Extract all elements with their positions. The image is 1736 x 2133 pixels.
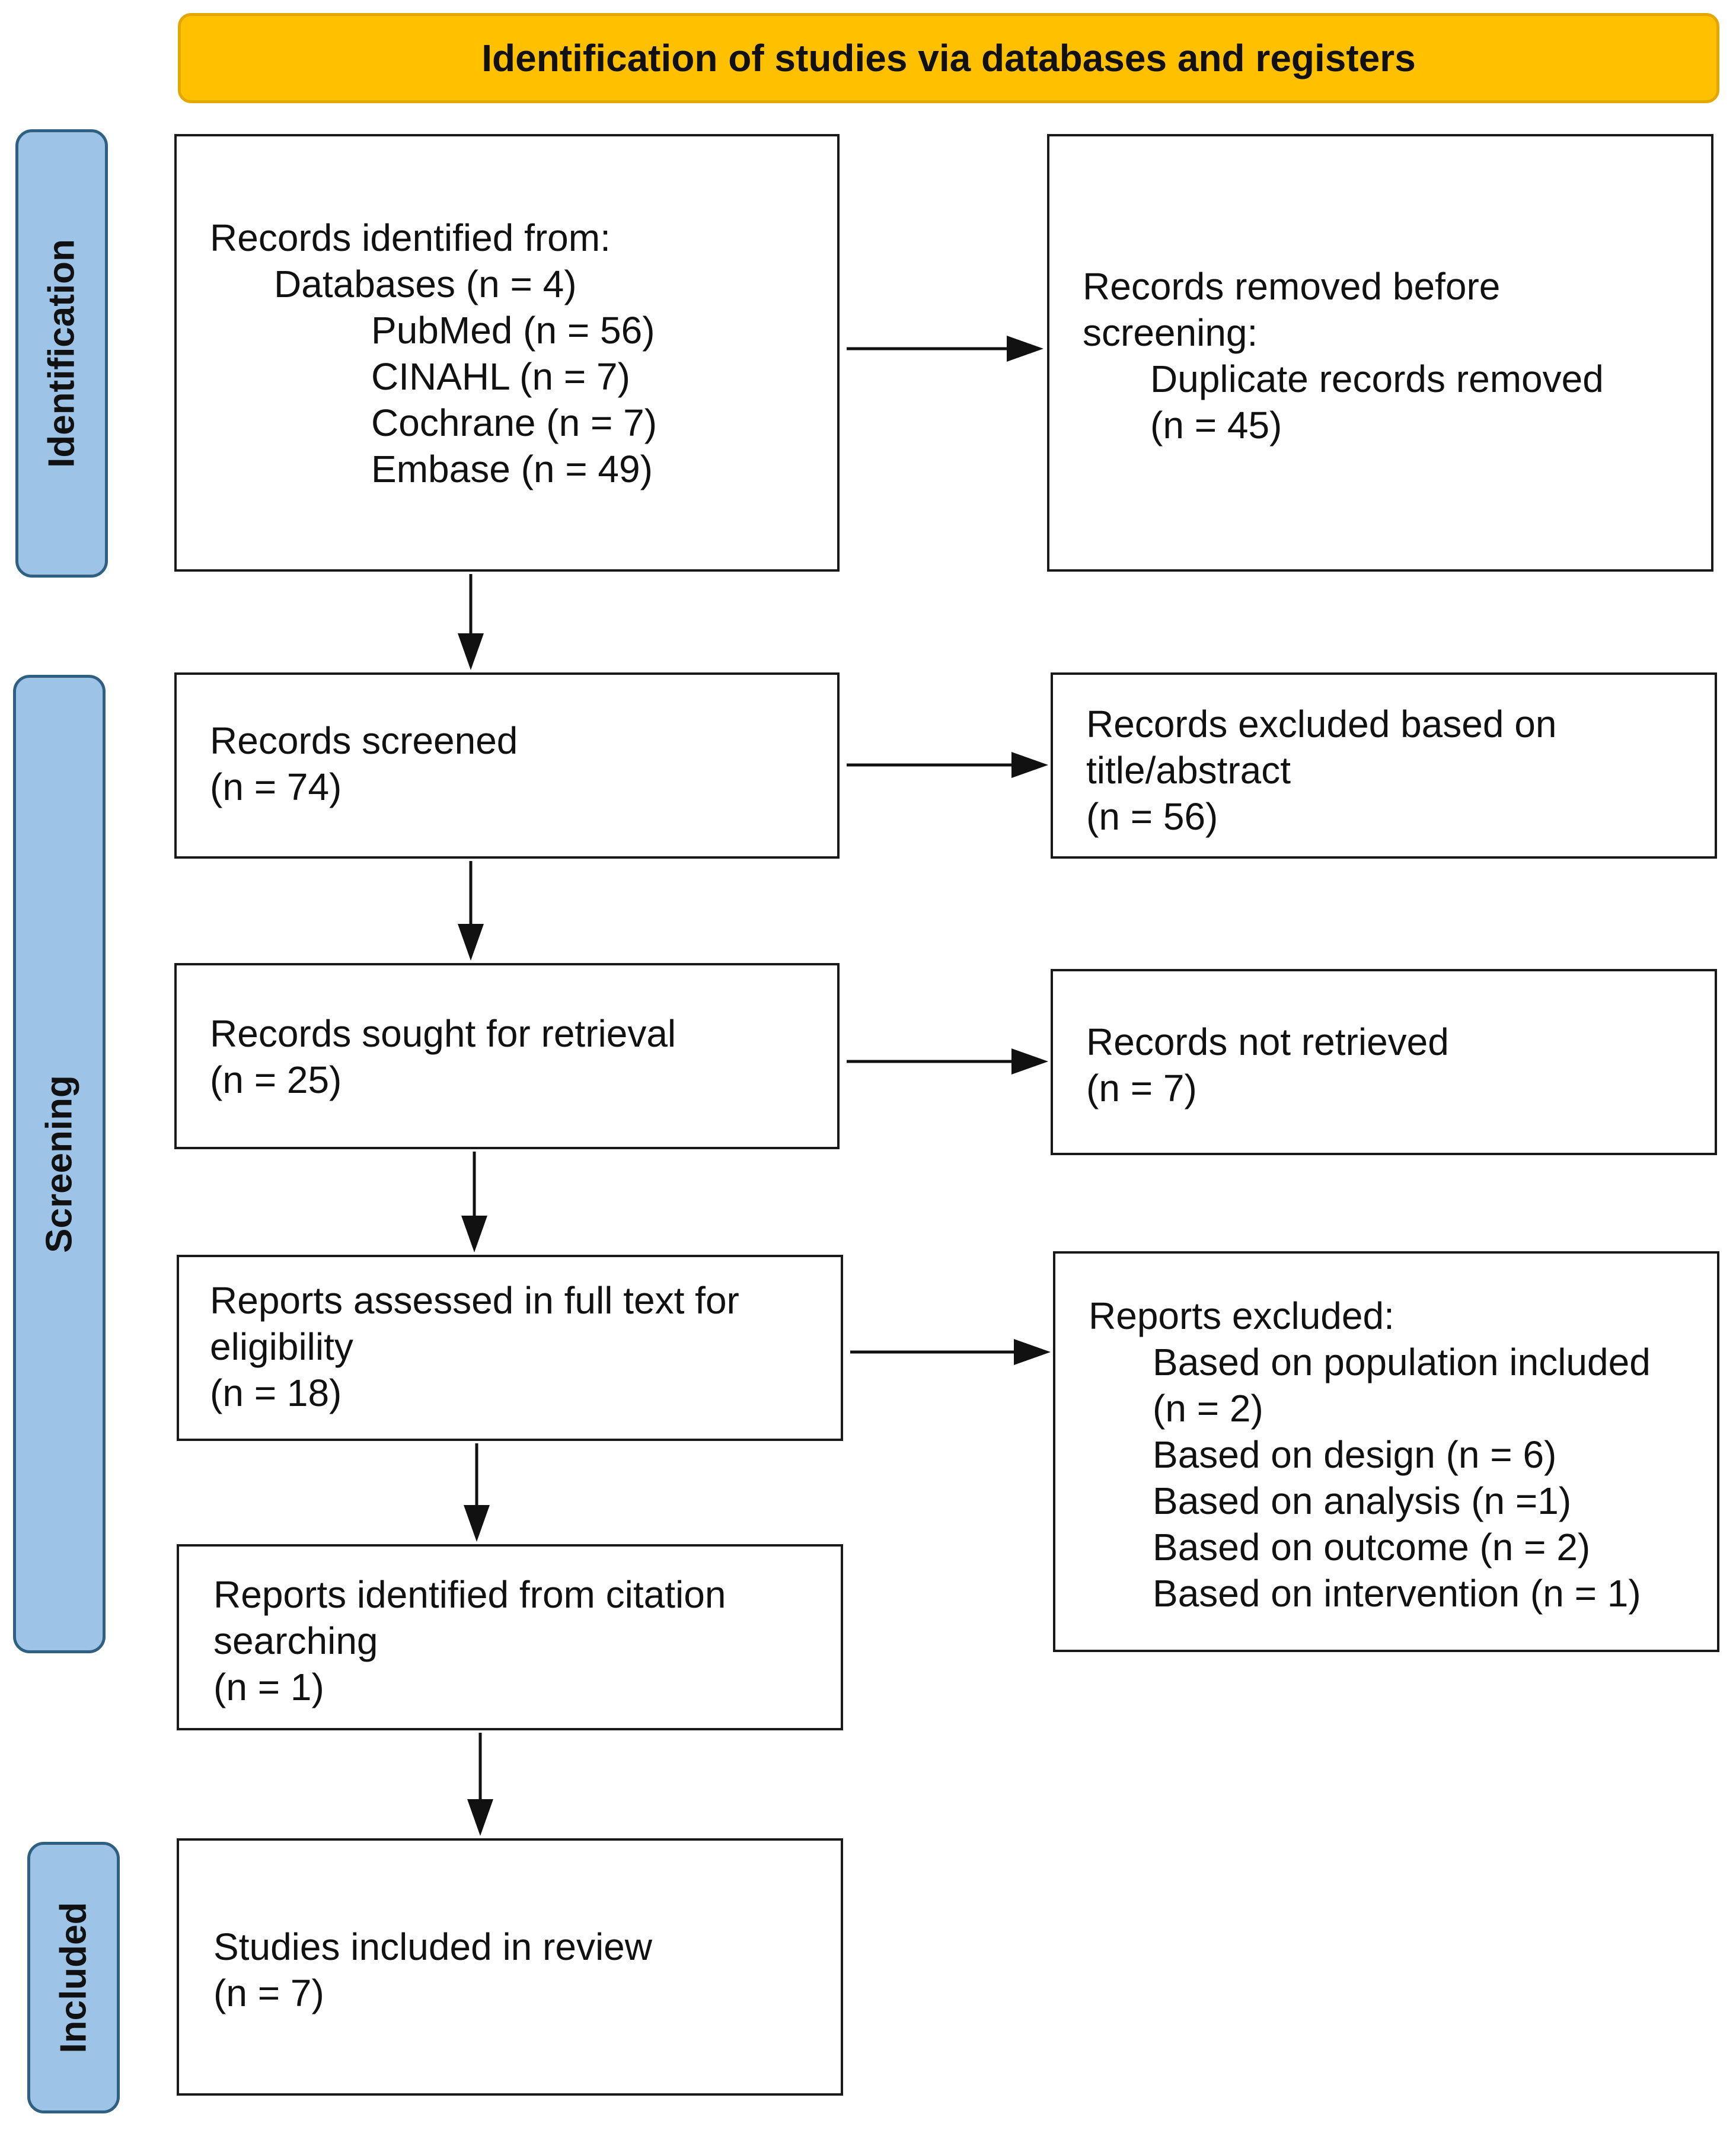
removed-line2: screening: [1083,311,1258,354]
excluded-line1: Records excluded based on [1086,703,1557,745]
arrow-screened-to-excluded-head [1011,752,1048,778]
removed-line3: Duplicate records removed [1150,358,1604,400]
arrow-identified-to-screened-head [458,633,484,670]
box-records-sought: Records sought for retrieval (n = 25) [174,963,840,1149]
removed-count: (n = 45) [1150,404,1282,447]
removed-line1: Records removed before [1083,265,1501,308]
phase-included: Included [27,1842,120,2113]
excluded-design: Based on design (n = 6) [1153,1433,1557,1476]
screened-label: Records screened [210,719,518,762]
excluded-analysis: Based on analysis (n =1) [1153,1480,1572,1522]
not-retrieved-label: Records not retrieved [1086,1021,1449,1063]
box-citation-searching: Reports identified from citation searchi… [177,1544,843,1730]
arrow-citation-to-included-head [467,1799,493,1836]
excluded-population: Based on population included [1153,1341,1651,1383]
banner-identification-header: Identification of studies via databases … [178,13,1719,103]
phase-screening: Screening [13,675,106,1653]
excluded-count: (n = 56) [1086,795,1218,838]
citation-line2: searching [213,1619,378,1662]
cochrane-count: Cochrane (n = 7) [371,401,658,444]
screened-count: (n = 74) [210,766,342,808]
box-records-screened: Records screened (n = 74) [174,672,840,859]
arrow-sought-to-assessed-head [461,1216,487,1252]
included-count: (n = 7) [213,1972,324,2014]
citation-count: (n = 1) [213,1666,324,1708]
box-studies-included: Studies included in review (n = 7) [177,1838,843,2096]
arrow-sought-to-not-retrieved-head [1011,1048,1048,1075]
records-identified-title: Records identified from: [210,216,611,259]
reports-excluded-title: Reports excluded: [1089,1295,1394,1337]
excluded-line2: title/abstract [1086,749,1291,792]
cinahl-count: CINAHL (n = 7) [371,355,630,398]
sought-count: (n = 25) [210,1058,342,1101]
box-records-not-retrieved: Records not retrieved (n = 7) [1051,969,1717,1155]
excluded-outcome: Based on outcome (n = 2) [1153,1526,1591,1568]
box-records-identified: Records identified from: Databases (n = … [174,134,840,572]
box-records-excluded-title-abstract: Records excluded based on title/abstract… [1051,672,1717,859]
included-label: Studies included in review [213,1925,652,1968]
pubmed-count: PubMed (n = 56) [371,309,655,352]
not-retrieved-count: (n = 7) [1086,1067,1197,1109]
phase-identification: Identification [15,129,108,578]
excluded-intervention: Based on intervention (n = 1) [1153,1572,1641,1615]
databases-count: Databases (n = 4) [274,263,577,305]
assessed-line2: eligibility [210,1325,353,1368]
assessed-count: (n = 18) [210,1372,342,1414]
excluded-population-count: (n = 2) [1153,1387,1263,1430]
embase-count: Embase (n = 49) [371,448,653,490]
assessed-line1: Reports assessed in full text for [210,1279,739,1322]
citation-line1: Reports identified from citation [213,1573,726,1616]
arrow-assessed-to-citation-head [464,1505,490,1542]
sought-label: Records sought for retrieval [210,1012,676,1055]
arrow-assessed-to-excluded-head [1014,1339,1051,1365]
box-records-removed: Records removed before screening: Duplic… [1047,134,1713,572]
arrow-screened-to-sought-head [458,924,484,961]
box-reports-excluded: Reports excluded: Based on population in… [1053,1251,1719,1652]
arrow-identified-to-removed-head [1007,336,1043,362]
box-reports-assessed: Reports assessed in full text for eligib… [177,1255,843,1441]
